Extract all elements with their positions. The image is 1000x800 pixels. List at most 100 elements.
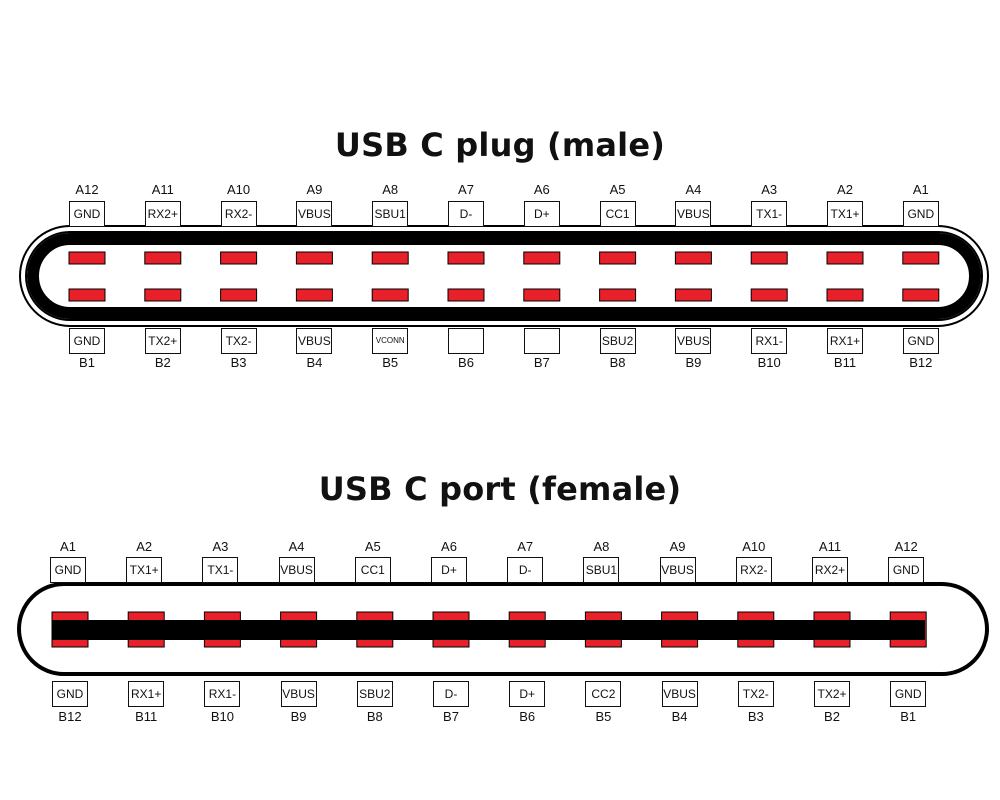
plug-contact-pad-b [220, 288, 258, 302]
plug-pin-id: A9 [306, 182, 323, 197]
port-pin-signal-box: VBUS [278, 557, 315, 583]
port-pin-signal-box: RX2+ [812, 557, 848, 583]
plug-contact-pad-a [295, 251, 333, 265]
plug-pin-signal-box: VBUS [675, 201, 712, 227]
plug-contact-pad-b [674, 288, 712, 302]
plug-contact-pad-a [220, 251, 258, 265]
plug-pin-signal-box: GND [69, 201, 105, 227]
plug-pin-signal-box: RX1+ [827, 328, 863, 354]
port-pin-signal-box: GND [50, 557, 86, 583]
plug-pin-id: A7 [458, 182, 474, 197]
plug-contact-pad-b [295, 288, 333, 302]
port-pin-id: A2 [136, 539, 153, 554]
port-shell [17, 582, 989, 676]
port-pin-id: A10 [742, 539, 766, 554]
plug-contact-pad-a [674, 251, 712, 265]
plug-contact-pad-a [750, 251, 788, 265]
plug-pin-id: B11 [833, 355, 857, 370]
port-pin-signal-box: CC2 [585, 681, 622, 707]
port-pin-id: A6 [441, 539, 457, 554]
plug-contact-frame [27, 233, 981, 319]
plug-pin-id: B9 [685, 355, 702, 370]
plug-pin-signal-box: TX2- [220, 328, 257, 354]
plug-pin-id: A12 [75, 182, 99, 197]
port-pin-id: A1 [60, 539, 76, 554]
plug-pin-signal-box: RX2- [220, 201, 257, 227]
port-pin-signal-box: RX1- [204, 681, 241, 707]
plug-title: USB C plug (male) [334, 126, 666, 164]
plug-pin-id: B8 [609, 355, 626, 370]
plug-pin-signal-box: TX1+ [827, 201, 863, 227]
port-pin-id: B1 [900, 709, 917, 724]
plug-pin-signal-box: D+ [523, 201, 560, 227]
port-pin-signal-box: D+ [509, 681, 546, 707]
plug-contact-pad-b [902, 288, 940, 302]
plug-pin-id: B12 [909, 355, 933, 370]
port-pin-signal-box: VBUS [659, 557, 696, 583]
port-pin-id: A8 [593, 539, 610, 554]
plug-pin-signal-box: VBUS [296, 328, 333, 354]
plug-contact-pad-b [523, 288, 561, 302]
plug-pin-signal-box: RX2+ [144, 201, 181, 227]
plug-pin-id: A2 [837, 182, 853, 197]
plug-pin-id: A8 [382, 182, 399, 197]
plug-pin-signal-box: SBU2 [599, 328, 636, 354]
port-pin-id: A12 [894, 539, 918, 554]
port-pin-signal-box: RX1+ [128, 681, 165, 707]
plug-contact-pad-a [523, 251, 561, 265]
port-pin-signal-box: VBUS [661, 681, 698, 707]
plug-contact-pad-a [902, 251, 940, 265]
port-pin-signal-box: SBU1 [583, 557, 620, 583]
port-pin-signal-box: GND [52, 681, 88, 707]
port-pin-id: B12 [58, 709, 82, 724]
plug-pin-signal-box: TX2+ [144, 328, 181, 354]
plug-pin-signal-box: GND [902, 328, 939, 354]
plug-shell [19, 225, 989, 327]
plug-contact-pad-b [826, 288, 864, 302]
port-tongue [52, 620, 925, 640]
plug-contact-pad-a [371, 251, 409, 265]
plug-pin-id: A5 [609, 182, 626, 197]
port-pin-id: B3 [747, 709, 764, 724]
plug-pin-signal-box: VCONN [372, 328, 409, 354]
plug-pin-signal-box: TX1- [751, 201, 788, 227]
port-pin-id: B4 [671, 709, 688, 724]
plug-contact-pad-b [599, 288, 637, 302]
port-title: USB C port (female) [318, 470, 682, 508]
plug-contact-pad-b [68, 288, 106, 302]
plug-pin-id: A4 [685, 182, 702, 197]
plug-pin-id: B5 [382, 355, 399, 370]
port-pin-signal-box: D+ [431, 557, 467, 583]
plug-inner-outline [25, 231, 983, 321]
port-pin-signal-box: TX1- [202, 557, 239, 583]
plug-pin-signal-box: VBUS [675, 328, 712, 354]
plug-pin-id: A1 [912, 182, 929, 197]
plug-pin-signal-box: D- [448, 201, 484, 227]
plug-pin-signal-box [523, 328, 560, 354]
plug-contact-pad-a [447, 251, 485, 265]
plug-contact-pad-b [447, 288, 485, 302]
plug-pin-signal-box: CC1 [599, 201, 636, 227]
port-pin-signal-box: GND [890, 681, 927, 707]
plug-contact-pad-b [371, 288, 409, 302]
plug-pin-signal-box: SBU1 [372, 201, 409, 227]
port-pin-id: A4 [288, 539, 305, 554]
plug-pin-signal-box: RX1- [751, 328, 788, 354]
port-pin-signal-box: D- [433, 681, 469, 707]
port-pin-signal-box: D- [507, 557, 544, 583]
plug-contact-pad-b [144, 288, 182, 302]
plug-pin-id: A10 [227, 182, 251, 197]
port-pin-signal-box: GND [888, 557, 925, 583]
port-outline [17, 582, 989, 676]
plug-pin-id: A11 [151, 182, 174, 197]
port-pin-id: B7 [443, 709, 459, 724]
port-pin-signal-box: TX2- [737, 681, 774, 707]
plug-pin-id: B7 [533, 355, 550, 370]
plug-contact-pad-a [826, 251, 864, 265]
port-pin-id: B10 [210, 709, 234, 724]
plug-contact-pad-b [750, 288, 788, 302]
plug-pin-id: A6 [533, 182, 550, 197]
plug-contact-pad-a [599, 251, 637, 265]
plug-contacts [68, 251, 940, 302]
